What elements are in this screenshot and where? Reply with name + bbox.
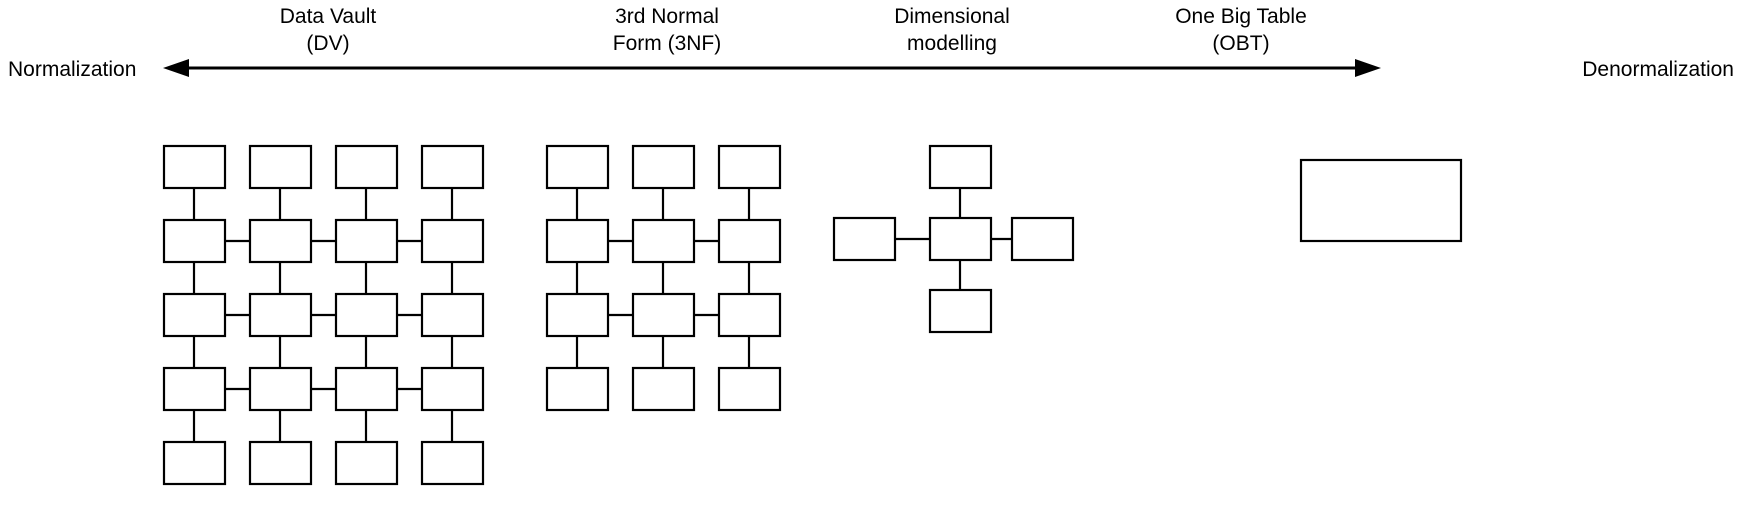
model-third-normal-form [545,144,782,412]
dv-entity-box[interactable] [248,366,313,412]
stage-label-obt-line2: (OBT) [1212,32,1269,55]
model-data-vault [162,144,485,486]
tnf-entity-box[interactable] [717,292,782,338]
star-dimension-box-north[interactable] [928,144,993,190]
star-dimension-box-south[interactable] [928,288,993,334]
tnf-entity-box[interactable] [631,144,696,190]
model-dimensional-modelling [832,144,1075,334]
dv-entity-box[interactable] [420,218,485,264]
dv-entity-box[interactable] [420,440,485,486]
tnf-entity-box[interactable] [631,366,696,412]
dv-horizontal-connectors [225,239,422,391]
tnf-entity-box[interactable] [545,292,610,338]
dv-entity-box[interactable] [248,218,313,264]
star-connectors [895,188,1012,290]
dv-entity-box[interactable] [162,440,227,486]
tnf-entity-box[interactable] [545,144,610,190]
dv-entity-box[interactable] [334,144,399,190]
tnf-horizontal-connectors [608,239,719,317]
dv-entity-box[interactable] [162,366,227,412]
stage-label-dimensional-line2: modelling [907,32,997,55]
stage-label-data-vault-line1: Data Vault [280,5,377,28]
stage-label-data-vault-line2: (DV) [306,32,349,55]
dv-entity-box[interactable] [248,292,313,338]
dv-entity-box[interactable] [420,292,485,338]
dv-entity-box[interactable] [334,218,399,264]
tnf-entity-box[interactable] [717,144,782,190]
stage-label-3nf-line2: Form (3NF) [613,32,722,55]
tnf-entity-box[interactable] [545,366,610,412]
stage-label-obt-line1: One Big Table [1175,5,1307,28]
dv-vertical-connectors [192,188,454,442]
stage-label-3nf-line1: 3rd Normal [615,5,719,28]
spectrum-axis: Normalization Denormalization [8,58,1734,81]
axis-label-normalization: Normalization [8,58,136,81]
obt-entity-box[interactable] [1299,158,1463,243]
tnf-entity-box[interactable] [631,218,696,264]
dv-entity-box[interactable] [420,144,485,190]
star-dimension-box-east[interactable] [1010,216,1075,262]
dv-entity-box[interactable] [248,144,313,190]
dv-entity-box[interactable] [248,440,313,486]
tnf-vertical-connectors [575,188,751,368]
tnf-entity-box[interactable] [631,292,696,338]
star-fact-box-center[interactable] [928,216,993,262]
dv-entity-box[interactable] [334,292,399,338]
dv-entity-box[interactable] [334,440,399,486]
arrow-left-icon [163,59,189,77]
star-dimension-box-west[interactable] [832,216,897,262]
tnf-entity-box[interactable] [717,366,782,412]
tnf-entity-box[interactable] [717,218,782,264]
dv-entity-box[interactable] [162,144,227,190]
model-one-big-table [1299,158,1463,243]
axis-label-denormalization: Denormalization [1582,58,1734,81]
tnf-entity-box[interactable] [545,218,610,264]
arrow-right-icon [1355,59,1381,77]
stage-labels: Data Vault (DV) 3rd Normal Form (3NF) Di… [280,5,1307,55]
dv-entity-box[interactable] [162,292,227,338]
dv-entity-box[interactable] [162,218,227,264]
dv-entity-box[interactable] [420,366,485,412]
dv-entity-box[interactable] [334,366,399,412]
stage-label-dimensional-line1: Dimensional [894,5,1010,28]
